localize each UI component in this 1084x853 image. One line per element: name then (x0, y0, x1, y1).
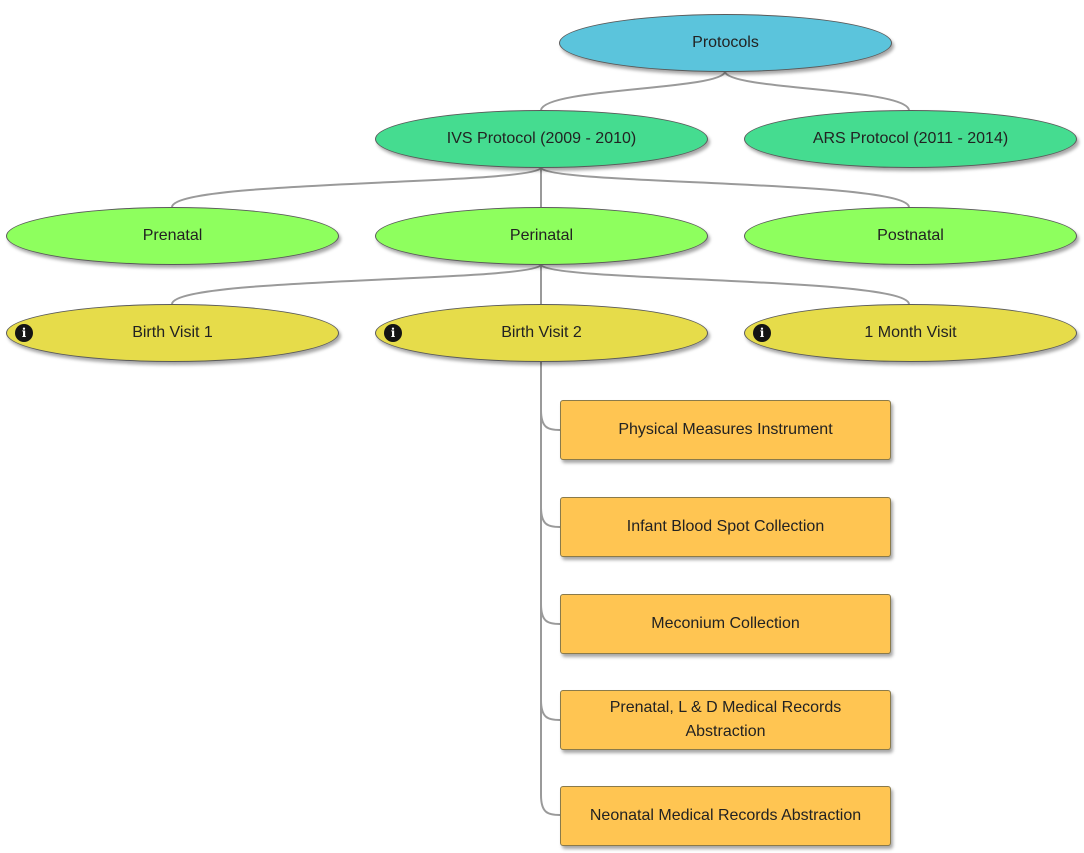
edge-ivs-prenatal (171, 167, 542, 208)
info-icon[interactable]: i (15, 324, 33, 342)
node-birth-visit-1[interactable]: i Birth Visit 1 (6, 304, 339, 362)
node-label: IVS Protocol (2009 - 2010) (446, 130, 637, 147)
edge-instr-3 (540, 603, 561, 625)
node-perinatal[interactable]: Perinatal (375, 207, 708, 265)
node-postnatal[interactable]: Postnatal (744, 207, 1077, 265)
node-label: Meconium Collection (651, 615, 800, 632)
node-label: 1 Month Visit (864, 324, 957, 341)
node-label: Perinatal (509, 227, 574, 244)
node-label: ARS Protocol (2011 - 2014) (812, 130, 1009, 147)
node-label: Prenatal, L & D Medical Records Abstract… (609, 699, 842, 740)
node-prenatal-ld-medical-records-abstraction[interactable]: Prenatal, L & D Medical Records Abstract… (560, 690, 891, 750)
node-ars-protocol[interactable]: ARS Protocol (2011 - 2014) (744, 110, 1077, 168)
node-protocols[interactable]: Protocols (559, 14, 892, 72)
node-label: Infant Blood Spot Collection (626, 518, 825, 535)
node-prenatal[interactable]: Prenatal (6, 207, 339, 265)
node-infant-blood-spot-collection[interactable]: Infant Blood Spot Collection (560, 497, 891, 557)
node-label: Birth Visit 1 (132, 324, 213, 341)
edge-root-ivs (540, 71, 726, 111)
node-neonatal-medical-records-abstraction[interactable]: Neonatal Medical Records Abstraction (560, 786, 891, 846)
node-physical-measures-instrument[interactable]: Physical Measures Instrument (560, 400, 891, 460)
edge-instr-2 (540, 506, 561, 528)
edge-instr-5 (540, 794, 561, 816)
edge-perinatal-visit1 (171, 264, 542, 305)
node-birth-visit-2[interactable]: i Birth Visit 2 (375, 304, 708, 362)
node-label: Physical Measures Instrument (618, 421, 833, 438)
info-icon[interactable]: i (384, 324, 402, 342)
node-label: Birth Visit 2 (501, 324, 582, 341)
edge-instr-1 (540, 409, 561, 431)
node-label: Neonatal Medical Records Abstraction (589, 807, 862, 824)
node-label: Postnatal (877, 227, 944, 244)
node-label: Protocols (692, 34, 759, 51)
edge-ivs-postnatal (540, 167, 910, 208)
node-meconium-collection[interactable]: Meconium Collection (560, 594, 891, 654)
edge-root-ars (724, 71, 910, 111)
node-ivs-protocol[interactable]: IVS Protocol (2009 - 2010) (375, 110, 708, 168)
edge-perinatal-visit3 (540, 264, 910, 305)
info-icon[interactable]: i (753, 324, 771, 342)
node-label: Prenatal (142, 227, 203, 244)
node-1-month-visit[interactable]: i 1 Month Visit (744, 304, 1077, 362)
edge-instr-4 (540, 699, 561, 721)
